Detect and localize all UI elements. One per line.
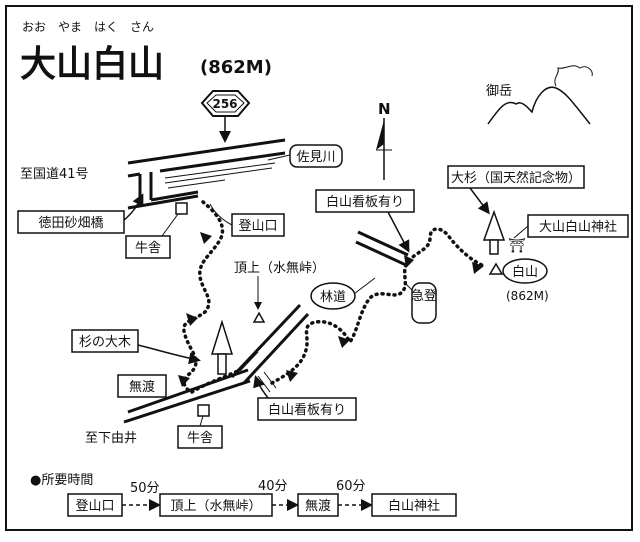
cowshed-top-icon bbox=[175, 202, 188, 215]
steep-leader bbox=[403, 281, 413, 291]
cowshed-bottom-leader bbox=[199, 415, 204, 427]
time-stop-2: 頂上（水無峠） bbox=[170, 499, 261, 514]
signboard-bottom-label: 白山看板有り bbox=[268, 402, 346, 418]
cowshed-top-label: 牛舎 bbox=[135, 241, 161, 256]
trailhead-label: 登山口 bbox=[238, 219, 277, 234]
trailhead-leader bbox=[209, 203, 233, 226]
time-stop-1: 登山口 bbox=[75, 499, 114, 514]
sami-river-leader bbox=[267, 154, 291, 161]
upper-road-barrier bbox=[355, 230, 409, 267]
route-256-sign-inner bbox=[206, 94, 245, 113]
giant-cedar-label: 杉の大木 bbox=[79, 335, 131, 350]
time-duration-3: 60分 bbox=[336, 479, 366, 494]
great-cedar-box bbox=[447, 165, 585, 189]
signboard-top-label: 白山看板有り bbox=[326, 194, 404, 210]
north-label: N bbox=[378, 100, 391, 118]
giant-cedar-box bbox=[71, 329, 139, 353]
to-national-road-label: 至国道41号 bbox=[20, 167, 89, 182]
signboard-top-pointer bbox=[387, 211, 410, 253]
cowshed-bottom-label: 牛舎 bbox=[187, 431, 213, 446]
signboard-top-box bbox=[315, 189, 415, 213]
giant-cedar-pointer bbox=[137, 344, 201, 365]
to-shimoyui-label: 至下由井 bbox=[85, 431, 137, 446]
steep-label: 急登 bbox=[411, 289, 437, 304]
time-stop-3: 無渡 bbox=[305, 498, 331, 514]
page-title: 大山白山 bbox=[20, 44, 164, 85]
signboard-bottom-box bbox=[257, 397, 357, 421]
hakusan-elevation-label: (862M) bbox=[506, 289, 549, 303]
summit-minanashi-label: 頂上（水無峠） bbox=[234, 261, 325, 276]
tokuda-bridge-pointer bbox=[123, 193, 144, 221]
ontake-mountain-icon bbox=[487, 86, 591, 125]
shrine-leader bbox=[513, 225, 529, 239]
forest-road bbox=[230, 303, 310, 385]
munado-box bbox=[117, 374, 167, 398]
time-stop-4-box bbox=[371, 493, 457, 517]
ontake-label: 御岳 bbox=[486, 84, 512, 99]
tokuda-bridge-box bbox=[17, 210, 125, 234]
tokuda-bridge-label: 徳田砂畑橋 bbox=[38, 216, 103, 231]
route-256-label: 256 bbox=[212, 97, 237, 111]
munado-label: 無渡 bbox=[129, 379, 155, 395]
time-duration-2: 40分 bbox=[258, 479, 288, 494]
giant-cedar-icon bbox=[210, 319, 234, 375]
hakusan-summit-icon bbox=[488, 262, 504, 275]
summit-minanashi-icon bbox=[252, 311, 266, 323]
sami-river-label: 佐見川 bbox=[296, 150, 335, 165]
title-ruby: おお やま はく さん bbox=[22, 20, 154, 34]
hakusan-label: 白山 bbox=[512, 264, 538, 280]
sami-river-box bbox=[289, 144, 343, 168]
cowshed-bottom-box bbox=[177, 425, 223, 449]
shrine-torii-icon: ⛩ bbox=[508, 238, 526, 254]
cowshed-top-leader bbox=[161, 213, 179, 237]
ontake-smoke-icon bbox=[554, 65, 593, 87]
map-frame bbox=[5, 5, 633, 531]
cowshed-bottom-icon bbox=[197, 404, 210, 417]
forest-road-label: 林道 bbox=[320, 290, 346, 305]
north-arrow-head bbox=[376, 120, 384, 150]
time-duration-1: 50分 bbox=[130, 481, 160, 496]
trail-arrows bbox=[178, 232, 484, 387]
great-cedar-pointer bbox=[469, 187, 490, 215]
national-road bbox=[127, 138, 286, 210]
steep-box bbox=[411, 282, 437, 324]
signboard-bottom-pointer bbox=[253, 375, 269, 399]
time-heading: ●所要時間 bbox=[30, 473, 93, 488]
forest-road-ellipse bbox=[310, 282, 356, 310]
great-cedar-icon bbox=[482, 209, 506, 255]
hakusan-ellipse bbox=[502, 258, 548, 284]
shrine-box bbox=[527, 214, 629, 238]
title-elevation: (862M) bbox=[200, 57, 272, 78]
cowshed-top-box bbox=[125, 235, 171, 259]
great-cedar-label: 大杉（国天然記念物） bbox=[451, 170, 581, 186]
shrine-label: 大山白山神社 bbox=[539, 219, 617, 235]
time-stop-4: 白山神社 bbox=[388, 498, 440, 514]
sami-river-lines bbox=[164, 162, 276, 189]
